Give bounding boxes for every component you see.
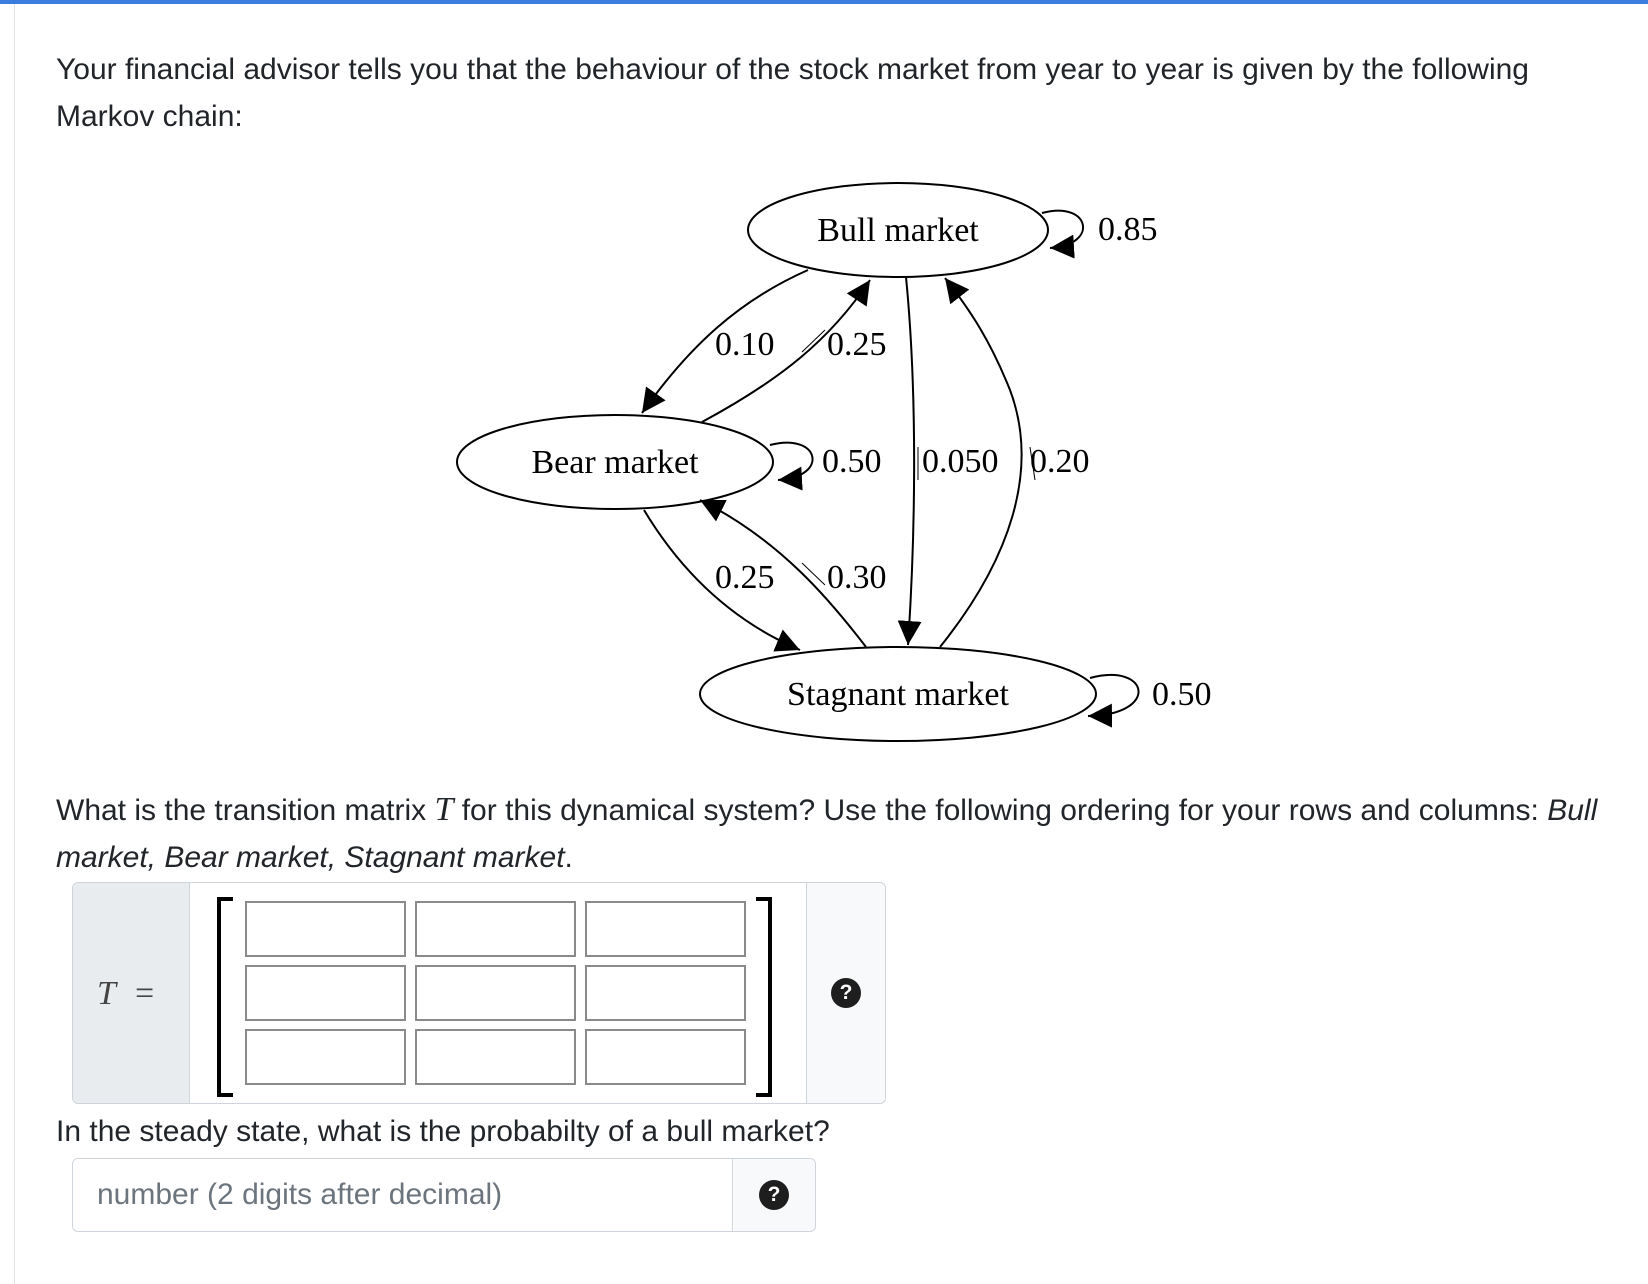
matrix-input-group: T = ? (72, 882, 886, 1104)
edge-label-stagnant-self: 0.50 (1152, 676, 1212, 713)
ordering-text: Bull market, Bear market, Stagnant marke… (56, 794, 1598, 874)
matrix-variable: T (434, 791, 454, 828)
edge-bull-to-stagnant (897, 276, 922, 646)
matrix-question-text-1: What is the transition matrix (56, 794, 435, 827)
steady-state-question: In the steady state, what is the probabi… (56, 1115, 830, 1148)
matrix-cell-1-1[interactable] (245, 901, 406, 957)
node-stagnant-market-label: Stagnant market (787, 676, 1009, 713)
matrix-label-eq: = (135, 975, 155, 1012)
ordering-end: . (564, 841, 573, 874)
edge-bull-self (1041, 209, 1085, 259)
edge-label-bull-to-stagnant: 0.050 (922, 443, 999, 480)
matrix-question-text-2: for this dynamical system? Use the follo… (453, 794, 1548, 827)
matrix-cell-3-1[interactable] (245, 1029, 406, 1085)
matrix-cell-2-2[interactable] (415, 965, 576, 1021)
node-bear-market-label: Bear market (531, 444, 699, 481)
matrix-cell-2-1[interactable] (245, 965, 406, 1021)
edge-bull-to-bear (641, 269, 809, 414)
edge-label-stagnant-to-bear: 0.30 (827, 559, 887, 596)
steady-state-input[interactable] (73, 1159, 733, 1231)
matrix-question: What is the transition matrix T for this… (56, 786, 1616, 881)
matrix-cell-3-2[interactable] (415, 1029, 576, 1085)
node-stagnant-market (699, 646, 1097, 742)
steady-state-help-addon: ? (734, 1159, 815, 1231)
top-accent-bar (0, 0, 1648, 4)
question-circle-icon[interactable]: ? (759, 1180, 789, 1210)
edge-label-bull-to-bear: 0.10 (715, 326, 775, 363)
question-circle-icon[interactable]: ? (831, 978, 861, 1008)
matrix-help-addon: ? (806, 883, 885, 1103)
edge-bear-self (769, 441, 814, 491)
edge-label-bear-self: 0.50 (822, 443, 882, 480)
question-intro: Your financial advisor tells you that th… (56, 53, 1529, 133)
leader-bear-to-bull (801, 329, 826, 353)
matrix-cell-1-2[interactable] (415, 901, 576, 957)
edge-label-stagnant-to-bull: 0.20 (1030, 443, 1090, 480)
edge-stagnant-to-bull (939, 277, 1023, 648)
node-bull-market (747, 182, 1049, 278)
markov-chain-diagram: Bull market Bear market Stagnant market … (456, 182, 1212, 742)
leader-stagnant-to-bear (801, 562, 826, 586)
matrix-cell-2-3[interactable] (585, 965, 746, 1021)
node-bear-market (456, 414, 774, 510)
edge-bear-to-bull (701, 279, 871, 423)
edge-bear-to-stagnant (643, 509, 801, 652)
steady-state-input-group: ? (72, 1158, 816, 1232)
matrix-left-bracket (217, 897, 233, 1097)
matrix-cell-1-3[interactable] (585, 901, 746, 957)
matrix-label-addon: T = (73, 883, 190, 1103)
node-bull-market-label: Bull market (817, 212, 979, 249)
matrix-cell-3-3[interactable] (585, 1029, 746, 1085)
matrix-right-bracket (756, 897, 772, 1097)
leader-stagnant-to-bull (1029, 446, 1036, 481)
edge-label-bull-self: 0.85 (1098, 211, 1158, 248)
edge-stagnant-self (1087, 674, 1140, 728)
edge-label-bear-to-bull: 0.25 (827, 326, 887, 363)
edge-label-bear-to-stagnant: 0.25 (715, 559, 775, 596)
edge-stagnant-to-bear (699, 499, 867, 648)
matrix-label-var: T (97, 975, 116, 1012)
